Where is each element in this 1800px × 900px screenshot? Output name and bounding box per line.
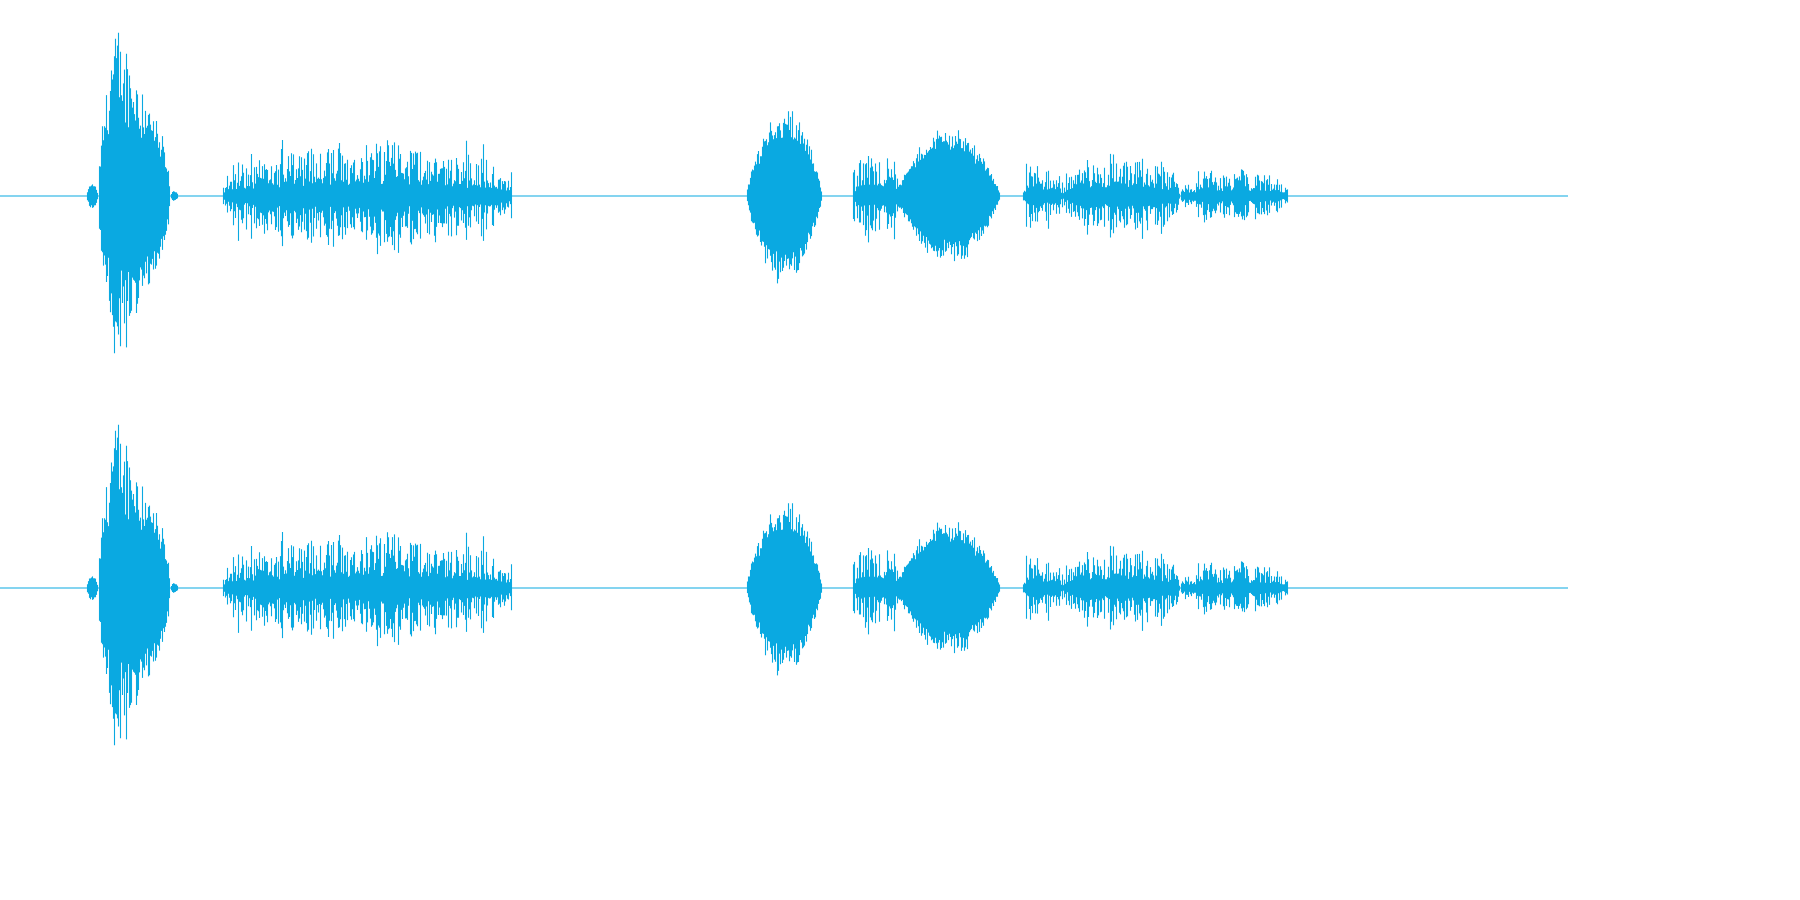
waveform-right-svg <box>0 424 1568 746</box>
waveform-left-svg <box>0 32 1568 354</box>
waveform-channel-left[interactable] <box>0 0 1568 392</box>
waveform-trace <box>86 32 1289 354</box>
waveform-trace <box>86 424 1289 746</box>
waveform-channel-right[interactable] <box>0 392 1568 784</box>
waveform-display[interactable] <box>0 0 1568 784</box>
